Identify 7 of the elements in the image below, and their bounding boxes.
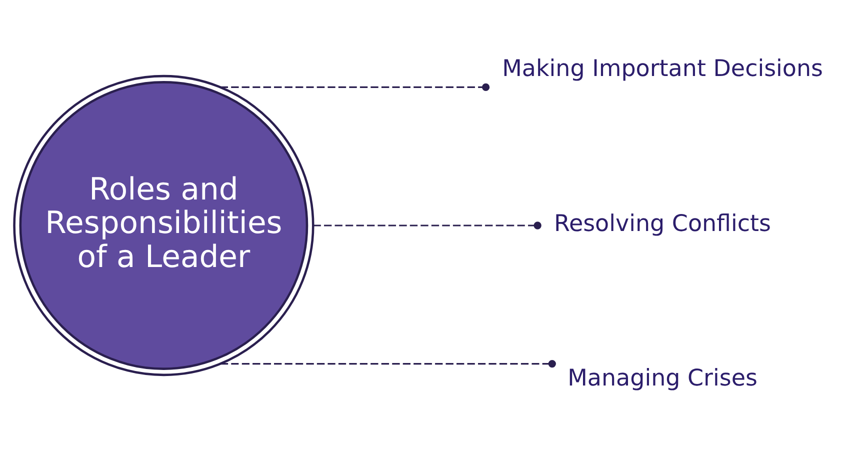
node-text: Making Important Decisions — [502, 56, 824, 82]
node-circle: Roles and Responsibilities of a Leader — [13, 74, 314, 376]
connector — [220, 359, 556, 368]
connector — [220, 82, 490, 91]
node-text: Resolving Conflicts — [554, 210, 772, 236]
node-text: Managing Crises — [568, 365, 758, 392]
connector — [313, 221, 542, 229]
